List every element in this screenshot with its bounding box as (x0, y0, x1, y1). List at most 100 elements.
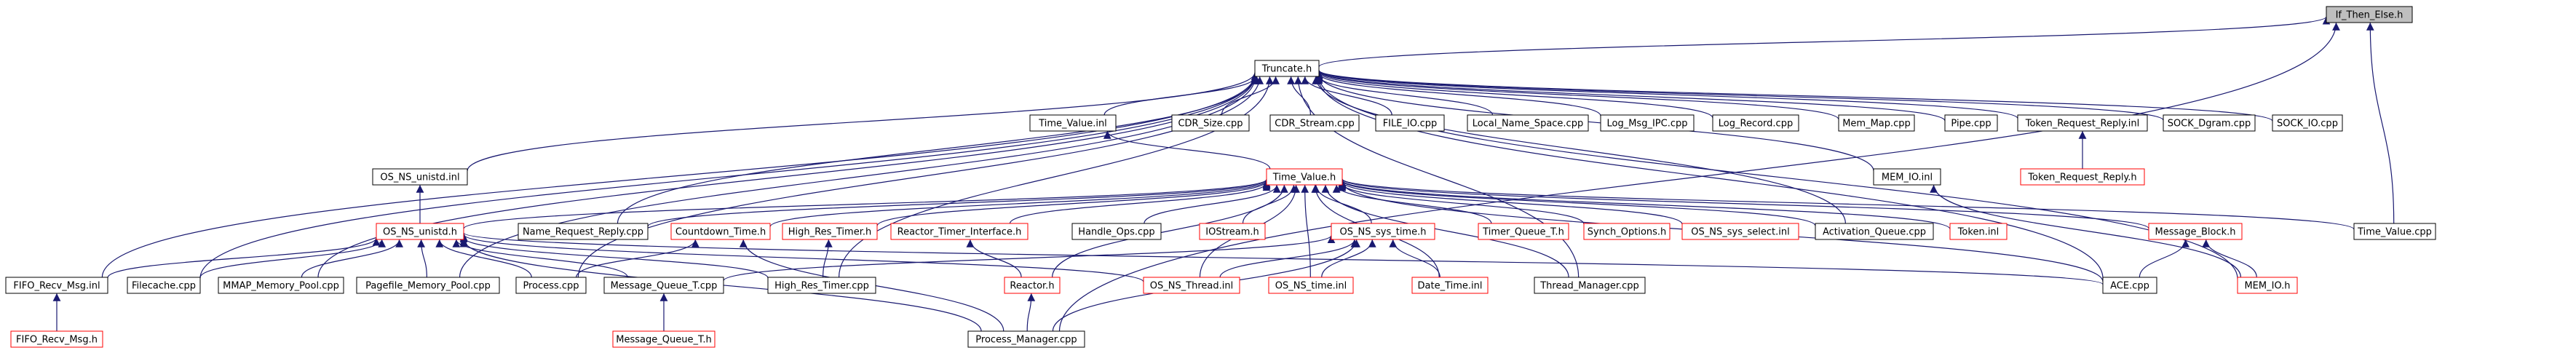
edge-reactor_h-to-time_value_h (1052, 184, 1288, 278)
node-token_inl[interactable]: Token.inl (1949, 223, 2008, 240)
node-box (1949, 223, 2008, 240)
node-label: Pagefile_Memory_Pool.cpp (365, 281, 491, 292)
node-token_request_reply_inl[interactable]: Token_Request_Reply.inl (2017, 114, 2148, 132)
node-high_res_timer_h[interactable]: High_Res_Timer.h (782, 223, 878, 240)
node-pagefile_memory_pool[interactable]: Pagefile_Memory_Pool.cpp (356, 277, 500, 294)
node-high_res_timer_cpp[interactable]: High_Res_Timer.cpp (767, 277, 876, 294)
edge-mmap_memory_pool-to-os_ns_unistd_h (301, 239, 403, 278)
node-time_value_inl[interactable]: Time_Value.inl (1029, 114, 1117, 132)
node-label: FIFO_Recv_Msg.h (16, 335, 98, 346)
edge-fifo_recv_msg_inl-to-truncate (101, 74, 1259, 278)
node-log_record[interactable]: Log_Record.cpp (1712, 114, 1799, 132)
node-sock_dgram[interactable]: SOCK_Dgram.cpp (2163, 114, 2256, 132)
node-label: SOCK_Dgram.cpp (2168, 119, 2251, 130)
node-message_queue_t_cpp[interactable]: Message_Queue_T.cpp (603, 277, 724, 294)
edge-os_ns_unistd_h-to-time_value_h (463, 178, 1271, 229)
node-pipe[interactable]: Pipe.cpp (1944, 114, 1998, 132)
node-box (2163, 114, 2256, 132)
edge-high_res_timer_cpp-to-truncate (838, 76, 1274, 278)
node-mmap_memory_pool[interactable]: MMAP_Memory_Pool.cpp (218, 277, 344, 294)
node-process_manager[interactable]: Process_Manager.cpp (967, 330, 1085, 348)
node-box (376, 223, 464, 240)
node-reactor_h[interactable]: Reactor.h (1004, 277, 1061, 294)
edge-reactor_h-to-reactor_timer_interface (966, 239, 1022, 278)
node-time_value_cpp[interactable]: Time_Value.cpp (2353, 223, 2436, 240)
node-if_then_else[interactable]: If_Then_Else.h (2326, 6, 2413, 23)
node-os_ns_unistd_h[interactable]: OS_NS_unistd.h (376, 223, 464, 240)
node-mem_map[interactable]: Mem_Map.cpp (1838, 114, 1915, 132)
node-box (2326, 6, 2413, 23)
edge-pagefile_memory_pool-to-truncate (459, 76, 1259, 278)
node-box (356, 277, 500, 294)
node-label: Date_Time.inl (1418, 281, 1483, 292)
node-os_ns_sys_time_h[interactable]: OS_NS_sys_time.h (1331, 223, 1435, 240)
node-countdown_time[interactable]: Countdown_Time.h (670, 223, 771, 240)
edge-os_ns_time_inl-to-os_ns_sys_time_h (1321, 239, 1376, 278)
node-os_ns_time_inl[interactable]: OS_NS_time.inl (1268, 277, 1354, 294)
node-label: MMAP_Memory_Pool.cpp (223, 281, 339, 292)
node-label: Log_Msg_IPC.cpp (1607, 119, 1688, 130)
node-label: Reactor_Timer_Interface.h (897, 227, 1022, 238)
node-box (2102, 277, 2157, 294)
node-label: Reactor.h (1010, 281, 1054, 292)
node-box (372, 168, 468, 186)
node-box (218, 277, 344, 294)
node-synch_options[interactable]: Synch_Options.h (1583, 223, 1671, 240)
node-cdr_size[interactable]: CDR_Size.cpp (1171, 114, 1250, 132)
edge-process_cpp-to-os_ns_unistd_h (435, 239, 532, 278)
edge-token_request_reply_inl-to-truncate (1315, 70, 2018, 119)
node-box (2353, 223, 2436, 240)
node-reactor_timer_interface[interactable]: Reactor_Timer_Interface.h (890, 223, 1029, 240)
node-mem_io_h[interactable]: MEM_IO.h (2237, 277, 2298, 294)
node-label: Time_Value.inl (1038, 119, 1107, 130)
edge-sock_dgram-to-truncate (1315, 70, 2164, 121)
node-mem_io_inl[interactable]: MEM_IO.inl (1873, 168, 1941, 186)
node-label: MEM_IO.inl (1882, 172, 1933, 183)
node-os_ns_sys_select_inl[interactable]: OS_NS_sys_select.inl (1681, 223, 1799, 240)
node-name_request_reply[interactable]: Name_Request_Reply.cpp (518, 223, 649, 240)
node-label: Process_Manager.cpp (975, 335, 1077, 346)
node-box (1004, 277, 1061, 294)
node-sock_io[interactable]: SOCK_IO.cpp (2272, 114, 2343, 132)
node-box (1199, 223, 1266, 240)
edge-log_msg_ipc-to-truncate (1315, 73, 1601, 116)
node-file_io[interactable]: FILE_IO.cpp (1375, 114, 1445, 132)
node-filecache[interactable]: Filecache.cpp (127, 277, 201, 294)
node-process_cpp[interactable]: Process.cpp (515, 277, 587, 294)
node-box (612, 330, 716, 348)
node-cdr_stream[interactable]: CDR_Stream.cpp (1269, 114, 1360, 132)
edge-mem_io_inl-to-truncate (1315, 74, 1874, 171)
node-label: Time_Value.cpp (2357, 227, 2432, 238)
node-label: Countdown_Time.h (675, 227, 766, 238)
node-message_block_h[interactable]: Message_Block.h (2148, 223, 2243, 240)
node-box (890, 223, 1029, 240)
node-handle_ops[interactable]: Handle_Ops.cpp (1071, 223, 1162, 240)
node-time_value_h[interactable]: Time_Value.h (1266, 168, 1343, 186)
node-activation_queue[interactable]: Activation_Queue.cpp (1815, 223, 1934, 240)
edge-high_res_timer_h-to-time_value_h (876, 181, 1271, 226)
node-message_queue_t_h[interactable]: Message_Queue_T.h (612, 330, 716, 348)
edge-os_ns_time_inl-to-time_value_h (1301, 184, 1311, 278)
node-label: Truncate.h (1261, 64, 1312, 75)
node-label: Handle_Ops.cpp (1078, 227, 1154, 238)
node-iostream_h[interactable]: IOStream.h (1199, 223, 1266, 240)
node-fifo_recv_msg_inl[interactable]: FIFO_Recv_Msg.inl (5, 277, 108, 294)
node-fifo_recv_msg_h[interactable]: FIFO_Recv_Msg.h (10, 330, 103, 348)
edge-ace_cpp-to-truncate (1314, 76, 2104, 279)
node-box (1254, 60, 1320, 77)
node-date_time_inl[interactable]: Date_Time.inl (1411, 277, 1489, 294)
node-thread_manager[interactable]: Thread_Manager.cpp (1534, 277, 1646, 294)
node-truncate[interactable]: Truncate.h (1254, 60, 1320, 77)
node-label: Message_Queue_T.cpp (611, 281, 718, 292)
node-box (1712, 114, 1799, 132)
node-ace_cpp[interactable]: ACE.cpp (2102, 277, 2157, 294)
edge-os_ns_thread_inl-to-os_ns_sys_time_h (1219, 239, 1359, 278)
node-os_ns_unistd_inl[interactable]: OS_NS_unistd.inl (372, 168, 468, 186)
node-log_msg_ipc[interactable]: Log_Msg_IPC.cpp (1600, 114, 1695, 132)
node-local_name_space[interactable]: Local_Name_Space.cpp (1467, 114, 1589, 132)
node-os_ns_thread_inl[interactable]: OS_NS_Thread.inl (1143, 277, 1240, 294)
node-timer_queue_t[interactable]: Timer_Queue_T.h (1478, 223, 1569, 240)
edge-pagefile_memory_pool-to-os_ns_unistd_h (417, 239, 427, 278)
node-token_request_reply_h[interactable]: Token_Request_Reply.h (2020, 168, 2145, 186)
